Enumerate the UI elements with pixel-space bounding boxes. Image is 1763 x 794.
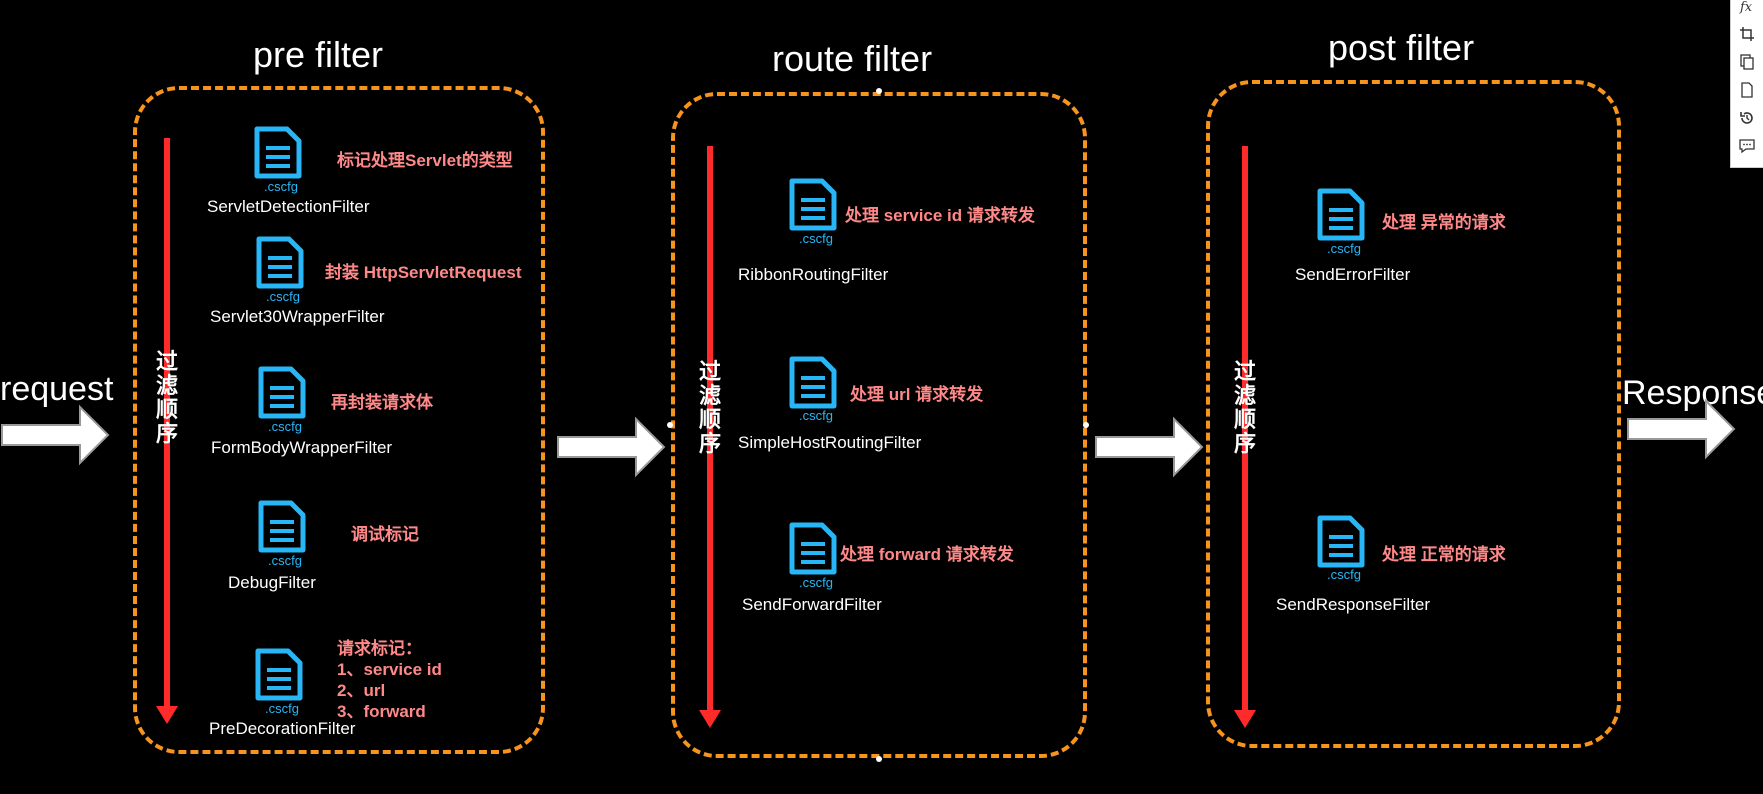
comment-icon[interactable] [1739,138,1755,154]
filter-ext-label: .cscfg [266,289,300,304]
filter-name: SimpleHostRoutingFilter [738,433,922,452]
document-icon [789,178,837,231]
filter-name: PreDecorationFilter [209,719,356,738]
filter-name: FormBodyWrapperFilter [211,438,393,457]
filter-name: SendResponseFilter [1276,595,1431,614]
response-label: Response [1622,374,1763,412]
filter-description: 处理 异常的请求 [1382,213,1506,232]
document-icon [254,126,302,179]
filter-ext-label: .cscfg [799,575,833,590]
document-icon [789,356,837,409]
filter-name: SendErrorFilter [1295,265,1411,284]
filter-description: 再封装请求体 [331,393,433,412]
filter-ext-label: .cscfg [1327,241,1361,256]
post-filter-order-arrowhead [1234,710,1256,728]
page-icon[interactable] [1739,82,1755,98]
selection-handle [667,422,673,428]
filter-description: 调试标记 [351,525,419,544]
filter-ext-label: .cscfg [799,408,833,423]
filter-ext-label: .cscfg [268,553,302,568]
document-icon [258,366,306,419]
svg-text:fx: fx [1739,0,1753,14]
post-filter-title: post filter [1328,27,1475,68]
filter-description: 封装 HttpServletRequest [325,263,522,282]
filter-ext-label: .cscfg [799,231,833,246]
document-icon [789,522,837,575]
right-toolbar: fx [1730,0,1763,168]
post-filter-order-label: 过滤顺序 [1233,359,1256,456]
filter-ext-label: .cscfg [1327,567,1361,582]
document-icon [1317,188,1365,241]
selection-handle [876,88,882,94]
pre-filter-order-label: 过滤顺序 [155,349,178,446]
filter-name: ServletDetectionFilter [207,197,370,216]
filter-ext-label: .cscfg [265,701,299,716]
route-to-post-arrow [1095,416,1204,478]
filter-description: 处理 service id 请求转发 [845,206,1035,225]
route-filter-order-arrow [707,146,713,712]
history-icon[interactable] [1739,110,1755,126]
filter-description: 标记处理Servlet的类型 [337,151,513,170]
route-filter-order-label: 过滤顺序 [698,359,721,456]
post-filter-order-arrow [1242,146,1248,712]
filter-description: 处理 forward 请求转发 [840,545,1014,564]
request-label: request [0,370,114,408]
input-arrow [1,404,110,466]
filter-name: RibbonRoutingFilter [738,265,889,284]
pre-filter-stage [133,86,545,754]
copy-icon[interactable] [1739,54,1755,70]
post-filter-stage [1206,80,1621,748]
document-icon [1317,515,1365,568]
route-filter-stage [671,92,1087,758]
document-icon [255,648,303,701]
formula-icon[interactable]: fx [1739,0,1755,14]
selection-handle [1083,422,1089,428]
filter-ext-label: .cscfg [264,179,298,194]
selection-handle [876,756,882,762]
pre-filter-order-arrow [164,138,170,710]
filter-ext-label: .cscfg [268,419,302,434]
filter-description: 请求标记： 1、service id 2、url 3、forward [337,639,442,721]
document-icon [258,500,306,553]
output-arrow [1627,398,1736,460]
document-icon [256,236,304,289]
route-filter-order-arrowhead [699,710,721,728]
filter-name: Servlet30WrapperFilter [210,307,385,326]
filter-name: SendForwardFilter [742,595,882,614]
pre-filter-order-arrowhead [156,706,178,724]
pre-to-route-arrow [557,416,666,478]
route-filter-title: route filter [772,38,933,79]
filter-description: 处理 正常的请求 [1382,545,1506,564]
filter-description: 处理 url 请求转发 [850,385,984,404]
filter-name: DebugFilter [228,573,316,592]
pre-filter-title: pre filter [253,34,384,75]
crop-icon[interactable] [1739,26,1755,42]
